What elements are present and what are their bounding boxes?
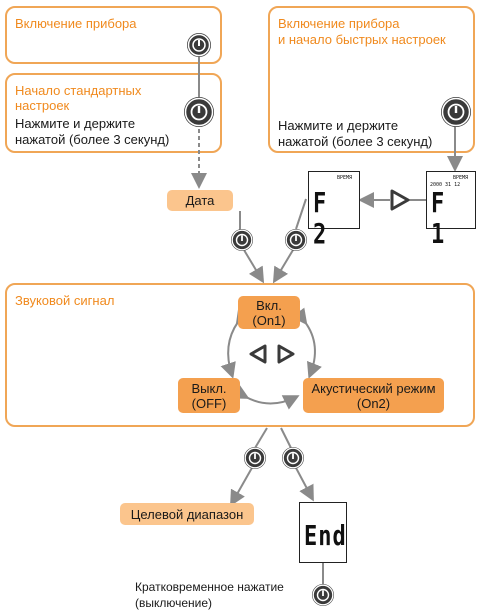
power-icon[interactable] [244, 447, 266, 469]
power-icon[interactable] [441, 97, 471, 127]
power-on-title: Включение прибора [15, 16, 137, 31]
sound-on2-label-line1: Акустический режим [311, 380, 436, 396]
standard-setup-instruction-line1: Нажмите и держите [15, 116, 136, 131]
sound-on1-label-line2: (On1) [252, 312, 286, 328]
quick-setup-box: Включение прибора и начало быстрых настр… [268, 6, 475, 153]
quick-setup-title-line2: и начало быстрых настроек [278, 32, 446, 47]
display-f1-text: F 1 [431, 188, 451, 251]
date-label: Дата [167, 190, 233, 211]
display-f1: ВРЕМЯ 2000 31 12 F 1 [426, 171, 476, 251]
display-end: End [299, 502, 347, 563]
quick-setup-instruction-line1: Нажмите и держите [278, 118, 399, 133]
triangle-right-icon[interactable] [276, 343, 296, 365]
display-end-text: End [304, 521, 347, 553]
sound-off-label-line2: (OFF) [191, 395, 227, 411]
sound-on2-label-line2: (On2) [356, 395, 391, 411]
triangle-left-icon[interactable] [248, 343, 268, 365]
quick-setup-title-line1: Включение прибора [278, 16, 400, 31]
sound-on1-label: Вкл. (On1) [238, 296, 300, 329]
power-icon[interactable] [312, 584, 334, 606]
standard-setup-title-line2: настроек [15, 98, 70, 113]
display-f2-icon: ВРЕМЯ [337, 175, 353, 181]
standard-setup-instruction-line2: нажатой (более 3 секунд) [15, 132, 170, 147]
sound-on1-label-line1: Вкл. [256, 297, 282, 313]
sound-off-label: Выкл. (OFF) [178, 378, 240, 413]
display-f1-icon: ВРЕМЯ [453, 175, 469, 181]
sound-on2-label: Акустический режим (On2) [303, 378, 444, 413]
short-press-caption-line2: (выключение) [135, 596, 213, 610]
power-icon[interactable] [184, 97, 214, 127]
display-f2: ВРЕМЯ F 2 [308, 171, 360, 251]
sound-off-label-line1: Выкл. [191, 380, 227, 396]
sound-signal-title: Звуковой сигнал [15, 293, 115, 308]
quick-setup-instruction-line2: нажатой (более 3 секунд) [278, 134, 433, 149]
power-icon[interactable] [282, 447, 304, 469]
target-range-label: Целевой диапазон [120, 503, 254, 525]
standard-setup-title-line1: Начало стандартных [15, 83, 142, 98]
power-icon[interactable] [285, 229, 307, 251]
power-icon[interactable] [231, 229, 253, 251]
power-icon[interactable] [187, 33, 211, 57]
power-on-box: Включение прибора [5, 6, 222, 64]
triangle-right-icon[interactable] [389, 188, 411, 212]
display-f2-text: F 2 [313, 188, 333, 251]
short-press-caption-line1: Кратковременное нажатие [135, 580, 284, 594]
display-f1-date: 2000 31 12 [430, 182, 461, 188]
